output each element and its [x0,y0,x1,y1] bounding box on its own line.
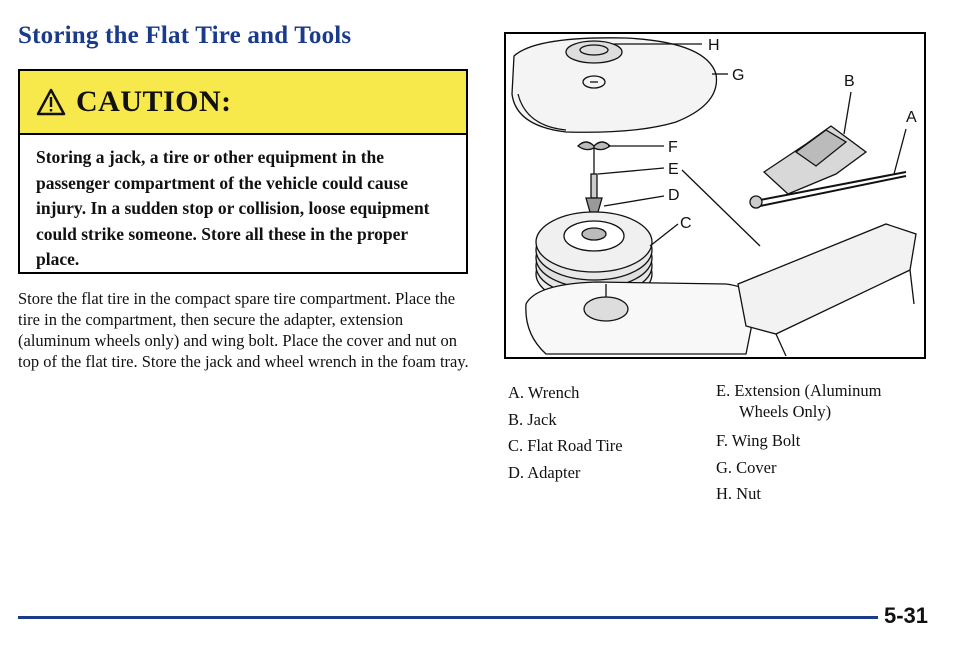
legend-right: E. Extension (Aluminum Wheels Only) F. W… [716,380,926,508]
caution-title: CAUTION: [76,85,232,118]
adapter-shape [585,197,603,213]
caution-header: CAUTION: [20,71,466,135]
legend-left: A. Wrench B. Jack C. Flat Road Tire D. A… [508,380,623,486]
caution-text: Storing a jack, a tire or other equipmen… [36,147,430,269]
callout-a: A [906,109,917,126]
legend-item-f: F. Wing Bolt [716,431,801,450]
callout-g: G [732,67,744,84]
caution-box: CAUTION: Storing a jack, a tire or other… [18,69,468,274]
body-paragraph: Store the flat tire in the compact spare… [18,289,469,371]
wrench-shape [759,171,907,207]
callout-c: C [680,215,692,232]
legend-item-e: E. Extension (Aluminum Wheels Only) [716,381,882,421]
legend-item-c: C. Flat Road Tire [508,436,623,455]
legend-item-b: B. Jack [508,409,557,429]
section-heading: Storing the Flat Tire and Tools [18,22,352,49]
legend-item-h: H. Nut [716,484,761,503]
callout-f: F [668,139,678,156]
cover-shape [511,37,718,133]
legend-item-g: G. Cover [716,457,777,477]
callout-d: D [668,187,680,204]
callout-b: B [844,73,855,90]
page-number: 5-31 [884,603,929,628]
foam-tray-shape [737,223,917,335]
footer-rule [18,616,878,619]
callout-h: H [708,37,720,54]
tire-tools-illustration: H G B A F E D C [504,32,926,359]
flat-tire-shape [535,211,653,305]
callout-e: E [668,161,679,178]
nut-shape [565,40,623,64]
illustration-drawing: H G B A F E D C [511,37,917,357]
legend-item-a: A. Wrench [508,383,580,402]
warning-triangle-icon [36,88,66,116]
extension-shape [590,173,598,199]
legend-item-d: D. Adapter [508,462,581,482]
